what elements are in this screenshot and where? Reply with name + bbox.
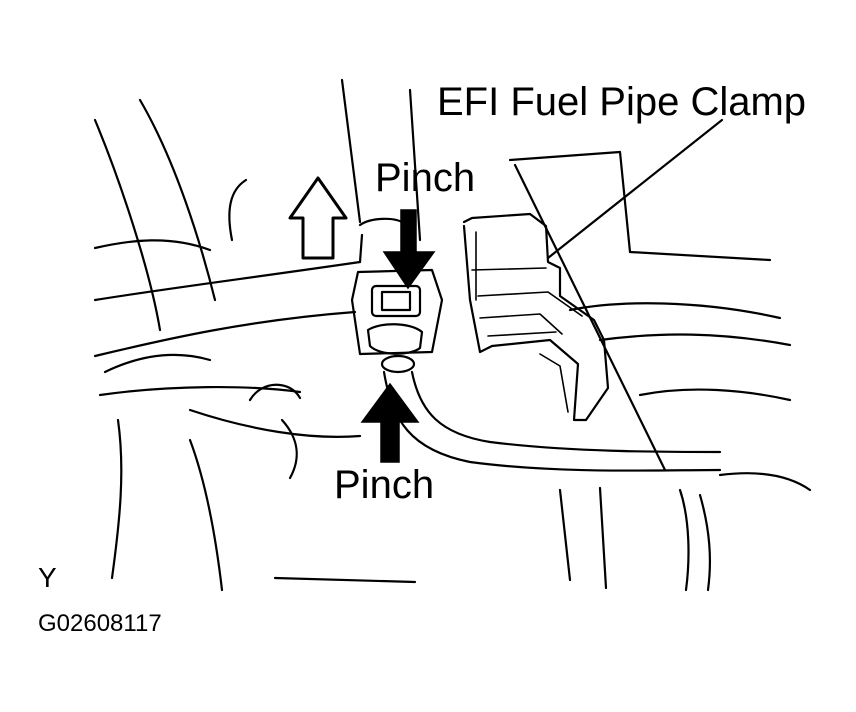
pinch-up-arrow-icon [360, 382, 420, 463]
figure-id: G02608117 [38, 610, 162, 637]
view-letter: Y [38, 562, 57, 593]
fuel-pipe-clamp [462, 212, 610, 422]
frame-edge [513, 163, 667, 472]
release-arrow-icon [288, 176, 348, 260]
clamp-label: EFI Fuel Pipe Clamp [437, 80, 807, 124]
fuel-hose [380, 354, 722, 472]
pinch-down-arrow-icon [382, 209, 436, 290]
pinch-top-label: Pinch [375, 156, 476, 200]
background-outlines [93, 78, 812, 592]
clamp-leader-line [546, 118, 724, 260]
hose-bundle [93, 260, 362, 438]
pinch-bottom-label: Pinch [334, 463, 435, 507]
quick-connector [350, 217, 444, 356]
